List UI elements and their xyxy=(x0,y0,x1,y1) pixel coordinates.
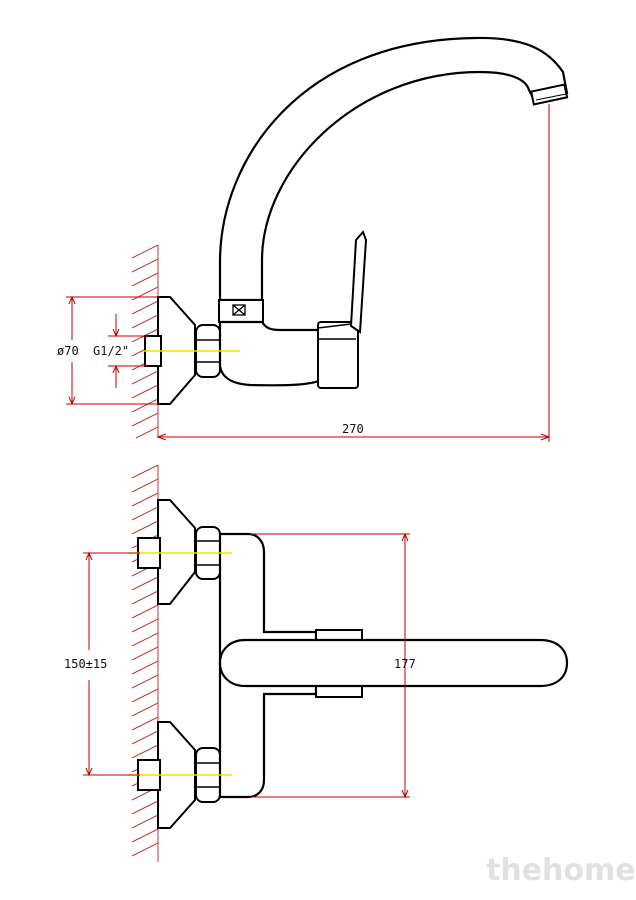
mixer-body xyxy=(218,320,327,387)
dimension-length xyxy=(156,104,551,442)
dimension-diameter xyxy=(66,295,160,406)
dimension-diameter-label: ø70 xyxy=(57,344,79,358)
dimension-thread-label: G1/2" xyxy=(93,344,129,358)
plan-view: 150±15 177 xyxy=(64,464,569,862)
wall-hatching-bottom xyxy=(131,464,159,862)
wall-hatching-top xyxy=(131,244,159,439)
dimension-length-label: 270 xyxy=(342,422,364,436)
dimension-spout xyxy=(250,532,410,799)
watermark-logo: thehome xyxy=(486,853,636,888)
dimension-spout-label: 177 xyxy=(394,657,416,671)
dimension-spacing xyxy=(83,551,140,777)
upper-rosette xyxy=(157,499,196,605)
lever-handle xyxy=(349,230,368,334)
spout-plan xyxy=(218,638,569,688)
side-view: ø70 G1/2" 270 xyxy=(57,36,569,442)
dimension-thread xyxy=(108,314,148,388)
cartridge-housing xyxy=(317,321,359,389)
spout xyxy=(218,36,569,302)
dimension-spacing-label: 150±15 xyxy=(64,657,107,671)
